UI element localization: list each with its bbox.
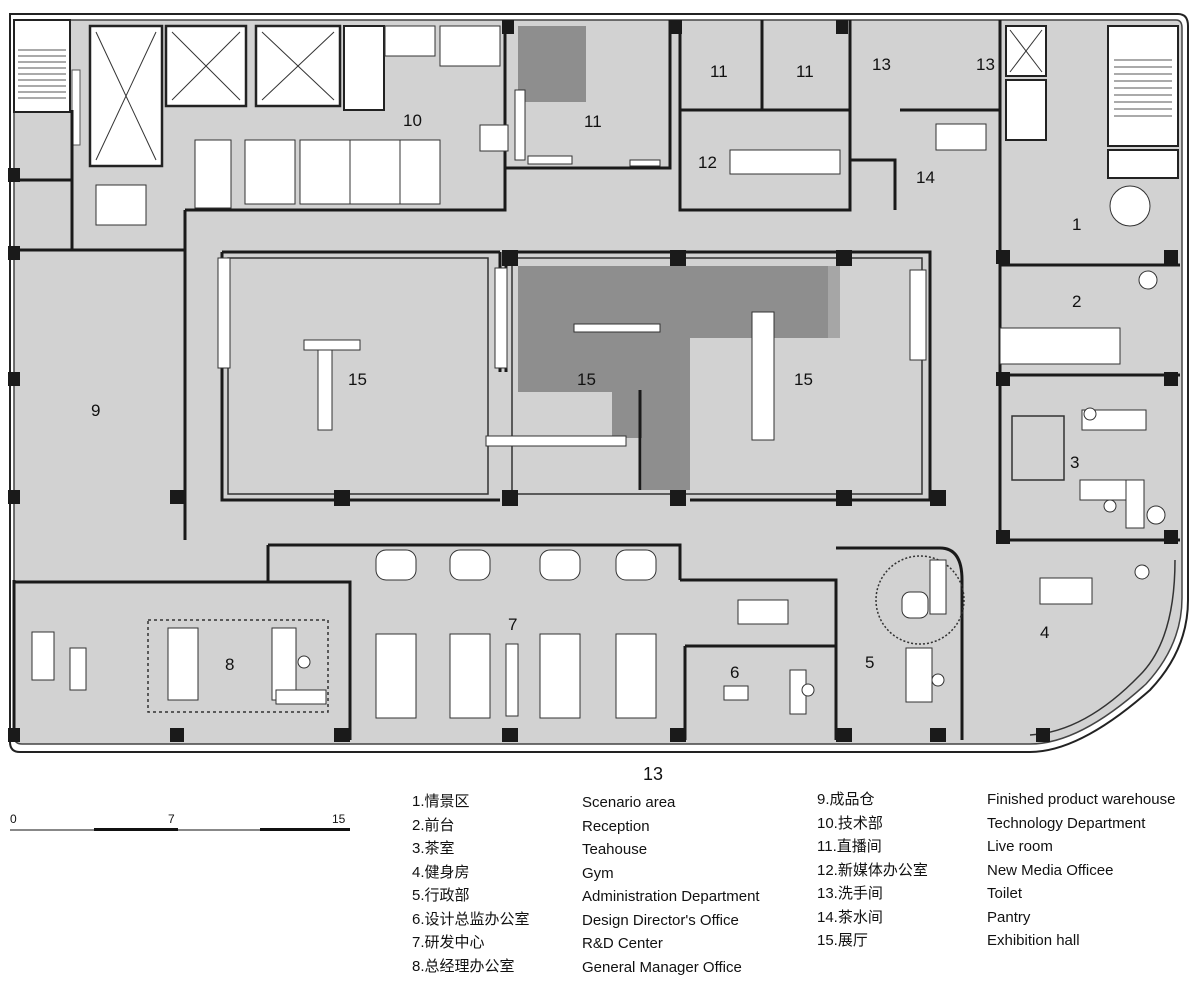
legend-item: 9.成品仓 [817,791,875,808]
legend-item: Design Director's Office [582,911,739,929]
stair-right [1005,25,1179,179]
room-label: 1 [1072,215,1081,234]
exhibition-strip [828,266,840,338]
legend-chinese-right: 9.成品仓 10.技术部 11.直播间 12.新媒体办公室 13.洗手间 14.… [817,788,928,953]
floor-plan: 1 2 3 4 5 6 7 8 9 10 11 11 11 12 13 13 1… [8,13,1189,753]
room-label: 14 [916,168,935,187]
legend-item: 2.前台 [412,816,455,834]
room-label: 2 [1072,292,1081,311]
legend-item: 15.展厅 [817,932,868,949]
walls [12,20,1180,740]
legend-item: 8.总经理办公室 [412,957,515,975]
legend-item: R&D Center [582,935,663,952]
room-label: 10 [403,111,422,130]
room-label: 6 [730,663,739,682]
scale-tick-label: 15 [332,812,346,826]
room-label: 8 [225,655,234,674]
room-label: 13 [872,55,891,74]
room-label: 15 [794,370,813,389]
legend-item: Scenario area [582,794,676,811]
live-room-dark-floor [518,26,586,102]
legend-item: 1.情景区 [412,793,470,810]
legend-item: Live room [987,838,1053,855]
legend-english-left: Scenario area Reception Teahouse Gym Adm… [582,791,760,979]
legend-item: Finished product warehouse [987,791,1176,808]
stair-left [13,19,71,113]
room-label: 9 [91,401,100,420]
legend-item: 12.新媒体办公室 [817,861,928,879]
legend-item: Gym [582,864,614,882]
legend-item: 5.行政部 [412,887,470,904]
legend-item: Pantry [987,908,1031,926]
elevator-shafts [71,24,385,168]
room-label: 11 [796,62,814,81]
legend-english-right: Finished product warehouse Technology De… [987,788,1175,953]
legend-item: 7.研发中心 [412,934,485,951]
scale-tick-label: 0 [10,812,17,826]
room-label: 11 [584,112,602,131]
legend-item: Administration Department [582,888,760,905]
room-label: 4 [1040,623,1049,642]
legend-item: Reception [582,817,650,835]
legend-item: 14.茶水间 [817,908,883,926]
curved-facade [1029,559,1176,736]
legend-item: 11.直播间 [817,838,882,855]
room-label: 11 [710,62,728,81]
room-label: 15 [577,370,596,389]
plan-number: 13 [643,764,664,784]
legend-item: 10.技术部 [817,814,883,832]
room-label: 5 [865,653,874,672]
legend-item: Toilet [987,885,1023,902]
room-label: 13 [976,55,995,74]
scale-bar: 0 7 15 [10,812,355,842]
legend-item: 3.茶室 [412,840,455,857]
legend-item: New Media Officee [987,861,1114,879]
legend-item: General Manager Office [582,958,742,976]
room-label: 3 [1070,453,1079,472]
furniture [31,25,1151,719]
structural-columns [8,20,1178,742]
legend-chinese-left: 1.情景区 2.前台 3.茶室 4.健身房 5.行政部 6.设计总监办公室 7.… [412,790,530,978]
room-labels: 1 2 3 4 5 6 7 8 9 10 11 11 11 12 13 13 1… [91,55,1081,682]
legend-item: 6.设计总监办公室 [412,910,530,928]
legend-item: Technology Department [987,814,1146,832]
room-label: 12 [698,153,717,172]
plants [297,270,1166,697]
scale-bar-graphic [10,828,350,831]
legend-item: Exhibition hall [987,932,1080,949]
legend-item: 13.洗手间 [817,885,883,902]
legend-item: Teahouse [582,841,648,858]
partitions [147,257,1065,713]
legend-item: 4.健身房 [412,863,470,881]
room-label: 15 [348,370,367,389]
room-label: 7 [508,615,517,634]
scale-tick-label: 7 [168,812,175,826]
